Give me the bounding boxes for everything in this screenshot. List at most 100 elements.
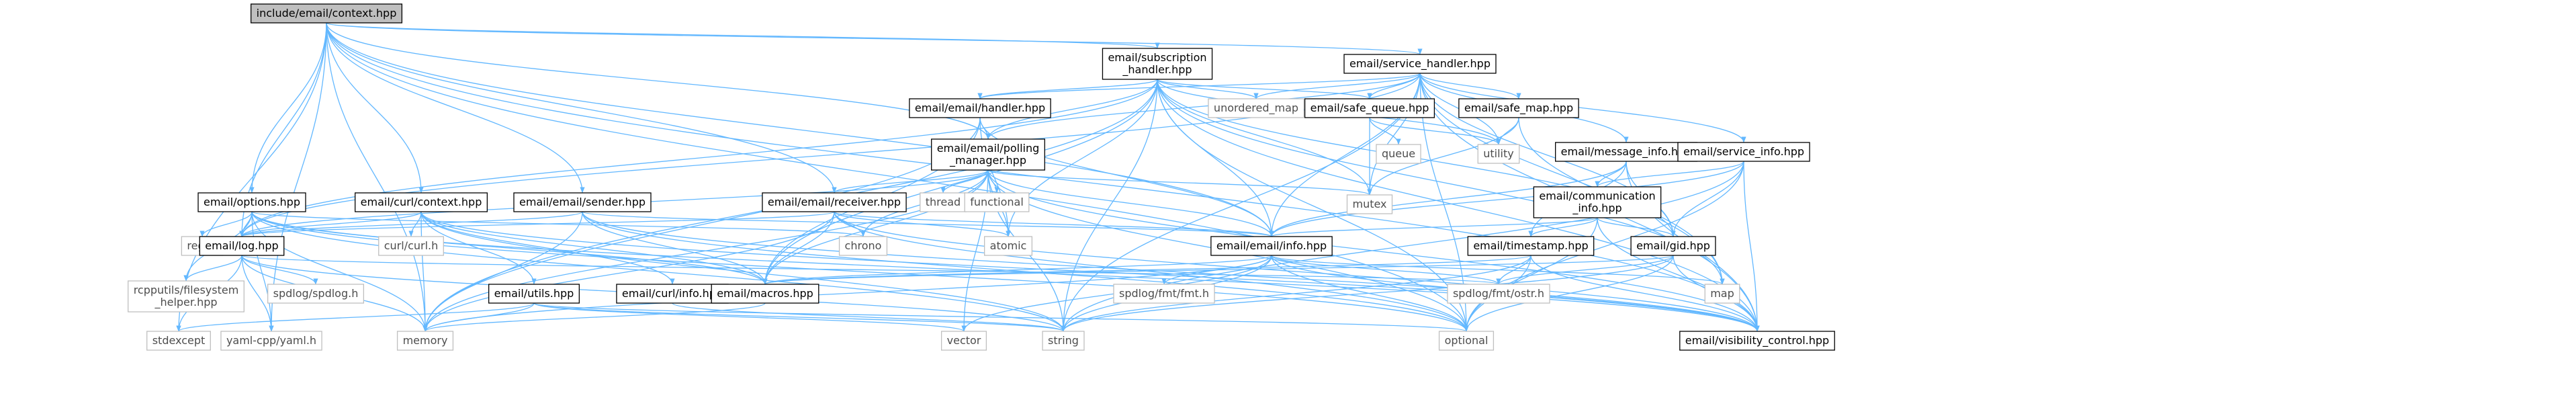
node-fmt: spdlog/fmt/fmt.h [1113,284,1215,304]
node-label-safe_queue: email/safe_queue.hpp [1311,101,1429,115]
node-safe_queue[interactable]: email/safe_queue.hpp [1304,98,1435,118]
node-box-string [1042,331,1085,351]
node-curl_context[interactable]: email/curl/context.hpp [354,192,488,212]
edge-sender-to-memory [423,211,583,332]
node-box-context [250,3,403,24]
node-label-context: include/email/context.hpp [257,7,397,19]
node-label-memory: memory [403,334,448,347]
edge-timestamp-to-visibility_control [1530,255,1760,332]
edge-context-to-receiver [326,22,837,194]
node-vector: vector [940,331,987,351]
edge-curl_context-to-utils [420,211,537,285]
node-memory: memory [396,331,454,351]
node-label-visibility_control: email/visibility_control.hpp [1685,334,1829,347]
edge-message_info-to-communication_info [1595,161,1627,188]
node-curl_h: curl/curl.h [378,236,444,256]
node-label-macros: email/macros.hpp [717,287,813,300]
node-label-sender: email/email/sender.hpp [519,196,646,208]
node-sender[interactable]: email/email/sender.hpp [513,192,652,212]
node-label-fmt: spdlog/fmt/fmt.h [1119,287,1209,300]
edge-log-to-yaml [241,255,274,332]
node-timestamp[interactable]: email/timestamp.hpp [1467,236,1595,256]
node-box-email_info [1210,236,1333,256]
node-service_handler[interactable]: email/service_handler.hpp [1343,54,1497,74]
node-curl_info[interactable]: email/curl/info.hpp [616,284,729,304]
node-label-stdexcept: stdexcept [152,334,206,347]
node-utils[interactable]: email/utils.hpp [488,284,580,304]
node-box-functional [964,192,1030,212]
node-box-gid [1630,236,1716,256]
node-box-safe_map [1458,98,1579,118]
node-box-visibility_control [1679,331,1835,351]
edge-receiver-to-visibility_control [834,211,1760,332]
edge-service_handler-to-service_info [1419,73,1746,143]
node-box-ostr [1447,284,1550,304]
node-gid[interactable]: email/gid.hpp [1630,236,1716,256]
node-label-curl_info: email/curl/info.hpp [622,287,723,300]
node-label-curl_context: email/curl/context.hpp [361,196,482,208]
node-options[interactable]: email/options.hpp [197,192,306,212]
node-email_info[interactable]: email/email/info.hpp [1210,236,1333,256]
edge-utils-to-memory [423,302,535,332]
edge-subscription_handler-to-string [1061,79,1158,332]
node-label-spdlog: spdlog/spdlog.h [273,287,359,300]
edge-sender-to-email_info [582,211,1274,237]
edge-receiver-to-atomic [834,211,1011,237]
edge-subscription_handler-to-mutex [1157,79,1372,196]
edge-gid-to-macros [763,255,1674,285]
node-box-atomic [984,236,1032,256]
node-label-rcpputils: rcpputils/filesystem [134,284,239,296]
node-visibility_control[interactable]: email/visibility_control.hpp [1679,331,1835,351]
edge-communication_info-to-optional [1464,217,1598,332]
node-box-rcpputils [128,280,245,313]
node-box-queue [1376,144,1421,164]
node-box-thread [920,192,967,212]
edge-polling_manager-to-email_info [987,169,1274,237]
node-label-curl_h: curl/curl.h [384,239,439,252]
edge-context-to-memory [326,22,428,332]
edge-service_info-to-visibility_control [1743,161,1760,332]
node-macros[interactable]: email/macros.hpp [711,284,819,304]
edge-gid-to-string [1061,255,1674,332]
node-box-curl_h [378,236,444,256]
node-box-optional [1438,331,1495,351]
node-box-safe_queue [1304,98,1435,118]
edge-communication_info-to-email_info [1269,217,1598,237]
node-label-log: email/log.hpp [205,239,278,252]
edge-service_handler-to-safe_map [1419,73,1521,99]
edge-email_info-to-ostr [1271,255,1501,285]
edge-curl_context-to-visibility_control [420,211,1760,332]
node-label-timestamp: email/timestamp.hpp [1473,239,1588,252]
edge-options-to-memory [251,211,428,332]
node-service_info[interactable]: email/service_info.hpp [1677,142,1810,162]
node-context[interactable]: include/email/context.hpp [250,3,403,24]
node-email_handler[interactable]: email/email/handler.hpp [909,98,1051,118]
node-atomic: atomic [984,236,1032,256]
edge-receiver-to-log [239,211,835,237]
node-label-options: email/options.hpp [204,196,300,208]
node-log[interactable]: email/log.hpp [199,236,285,256]
node-spdlog: spdlog/spdlog.h [267,284,364,304]
node-stdexcept: stdexcept [146,331,211,351]
node-message_info[interactable]: email/message_info.hpp [1555,142,1697,162]
node-communication_info[interactable]: email/communication_info.hpp [1533,186,1662,218]
node-functional: functional [964,192,1030,212]
node-box-subscription_handler [1102,48,1213,80]
node-safe_map[interactable]: email/safe_map.hpp [1458,98,1579,118]
edge-subscription_handler-to-email_handler [977,79,1158,99]
node-box-stdexcept [146,331,211,351]
edge-polling_manager-to-thread [940,169,989,194]
edge-gid-to-optional [1464,255,1674,332]
edge-curl_info-to-string [672,302,1066,332]
node-label-polling_manager: _manager.hpp [949,154,1026,167]
node-unordered_map: unordered_map [1208,98,1304,118]
node-box-yaml [220,331,322,351]
edge-sender-to-log [239,211,583,237]
node-label-service_handler: email/service_handler.hpp [1349,57,1491,71]
node-label-safe_map: email/safe_map.hpp [1464,101,1573,115]
edge-service_info-to-communication_info [1595,161,1744,188]
node-subscription_handler[interactable]: email/subscription_handler.hpp [1102,48,1213,80]
node-receiver[interactable]: email/email/receiver.hpp [762,192,907,212]
edge-options-to-optional [251,211,1469,332]
node-polling_manager[interactable]: email/email/polling_manager.hpp [931,138,1045,171]
